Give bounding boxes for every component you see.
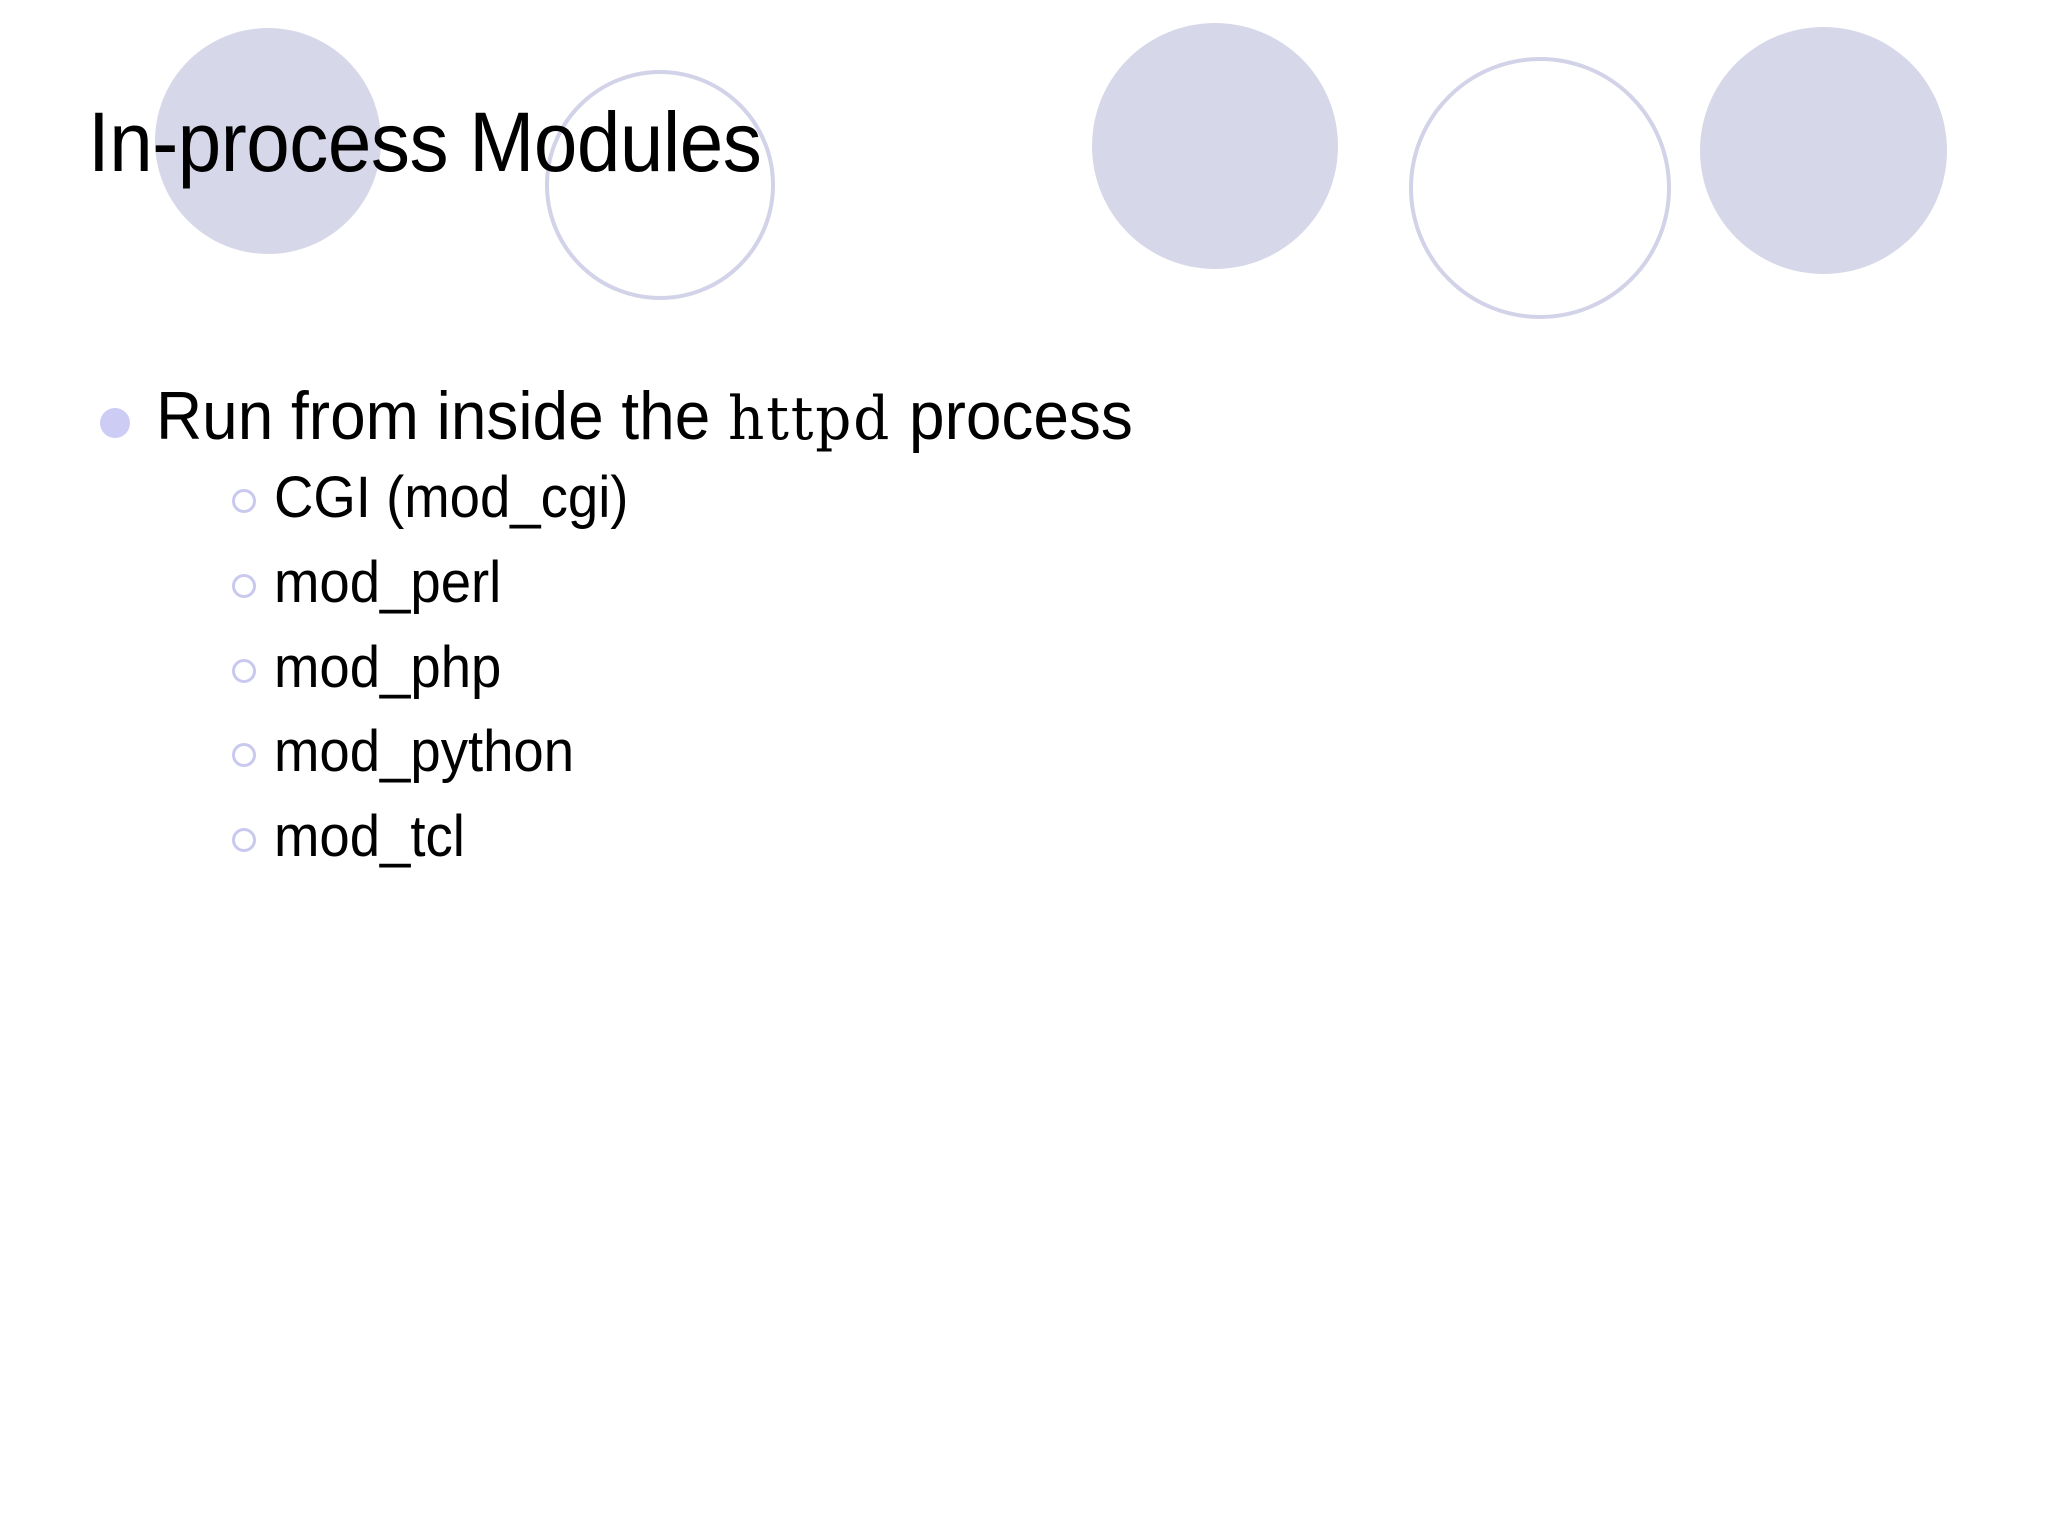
level1-text-before: Run from inside the [156, 378, 729, 454]
list-item-level2-label: mod_python [274, 719, 575, 785]
list-item-level2-label: mod_php [274, 634, 502, 700]
list-item-level2-label: CGI (mod_cgi) [274, 465, 629, 531]
bullet-list: Run from inside the httpd process CGI (m… [0, 378, 2048, 891]
list-item-level2: CGI (mod_cgi) [0, 467, 2048, 530]
list-item-level2-label: mod_tcl [274, 803, 465, 869]
bullet-hollow-icon [232, 743, 256, 768]
list-item-level1: Run from inside the httpd process [0, 378, 2048, 454]
page-title: In-process Modules [88, 95, 762, 189]
level1-text-after: process [891, 378, 1133, 454]
list-item-level2: mod_perl [0, 550, 2048, 616]
list-item-level2: mod_python [0, 721, 2048, 784]
bullet-filled-icon [100, 408, 130, 438]
bullet-hollow-icon [232, 658, 256, 683]
bullet-hollow-icon [232, 574, 256, 599]
list-item-level1-label: Run from inside the httpd process [156, 378, 1133, 454]
bullet-hollow-icon [232, 827, 256, 852]
list-item-level2: mod_php [0, 634, 2048, 700]
bullet-hollow-icon [232, 489, 256, 514]
level1-code-token: httpd [728, 384, 892, 454]
sub-bullet-list: CGI (mod_cgi) mod_perl mod_php mod_pytho… [0, 467, 2048, 868]
list-item-level2-label: mod_perl [274, 550, 502, 616]
list-item-level2: mod_tcl [0, 803, 2048, 869]
